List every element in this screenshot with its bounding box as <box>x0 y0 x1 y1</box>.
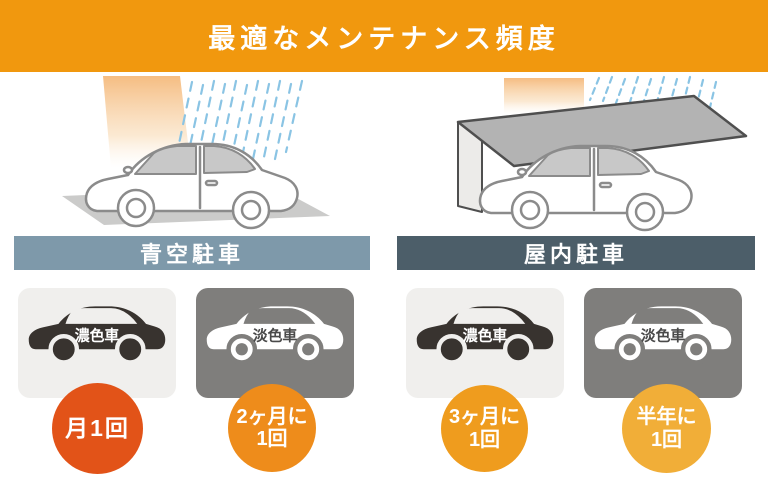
indoor-parking-illustration <box>384 74 768 232</box>
car-type-label: 濃色車 <box>463 327 508 345</box>
section-header-indoor: 屋内駐車 <box>397 236 755 270</box>
frequency-badge-indoor-dark: 3ヶ月に 1回 <box>441 385 528 472</box>
section-header-outdoor: 青空駐車 <box>14 236 370 270</box>
light-car-icon: 淡色車 <box>206 306 344 365</box>
light-car-icon: 淡色車 <box>594 306 732 365</box>
card-outdoor-light-car: 淡色車 <box>196 288 354 398</box>
dark-car-icon: 濃色車 <box>416 306 554 365</box>
indoor-scene-icon <box>456 75 748 232</box>
car-type-label: 淡色車 <box>641 327 686 345</box>
frequency-line: 3ヶ月に <box>448 406 521 429</box>
frequency-badge-outdoor-dark: 月1回 <box>52 383 143 474</box>
frequency-line: 1回 <box>650 428 683 451</box>
card-outdoor-dark-car: 濃色車 <box>18 288 176 398</box>
frequency-line: 2ヶ月に <box>236 405 308 428</box>
frequency-line: 半年に <box>636 406 697 429</box>
dark-car-icon: 濃色車 <box>28 306 166 365</box>
outdoor-scene-icon <box>62 76 330 230</box>
frequency-line: 1回 <box>256 428 288 450</box>
card-indoor-light-car: 淡色車 <box>584 288 742 398</box>
sunlight-beam-icon <box>103 76 191 168</box>
section-label-outdoor: 青空駐車 <box>139 242 244 267</box>
car-illustration <box>84 142 299 230</box>
frequency-badge-indoor-light: 半年に 1回 <box>622 384 711 473</box>
frequency-line: 月1回 <box>65 414 130 441</box>
card-indoor-dark-car: 濃色車 <box>406 288 564 398</box>
frequency-line: 1回 <box>468 428 501 451</box>
rain-icon <box>174 79 304 162</box>
outdoor-parking-illustration <box>0 74 384 232</box>
car-type-label: 濃色車 <box>75 327 120 345</box>
carport-roof <box>456 94 748 168</box>
section-label-indoor: 屋内駐車 <box>523 242 628 267</box>
car-type-label: 淡色車 <box>253 327 298 345</box>
title-bar: 最適なメンテナンス頻度 <box>0 0 768 72</box>
frequency-badge-outdoor-light: 2ヶ月に 1回 <box>228 384 316 472</box>
page-title: 最適なメンテナンス頻度 <box>208 23 560 54</box>
sunlight-glow-icon <box>504 78 584 114</box>
